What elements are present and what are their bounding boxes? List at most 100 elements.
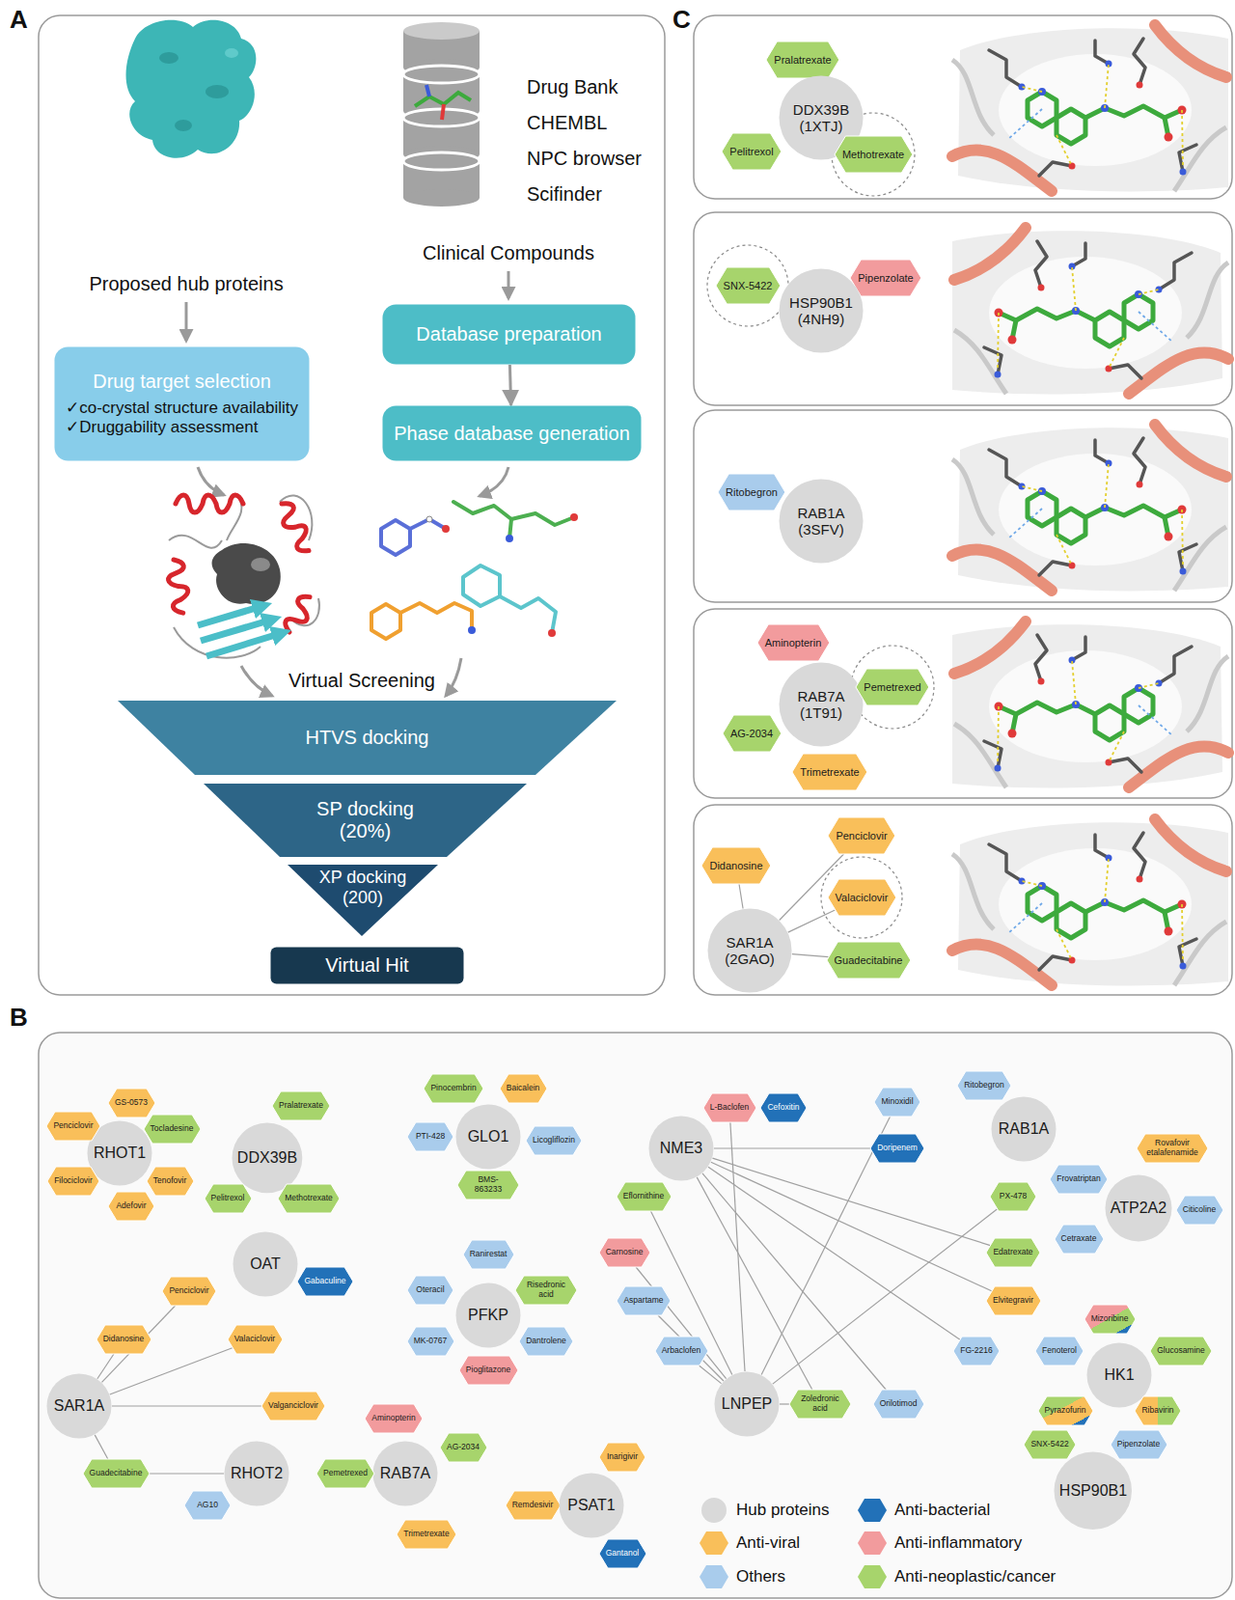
drawing-part <box>952 621 1229 788</box>
text-group: Gantanol <box>605 1548 640 1559</box>
drawing-part <box>205 84 229 99</box>
text-group: Guadecitabine <box>834 954 904 967</box>
text-group: SAR1A (2GAO) <box>714 933 785 968</box>
drawing-part <box>227 1324 283 1354</box>
network-link <box>94 1434 109 1459</box>
node-label: Penciclovir <box>53 1121 93 1131</box>
node-label: Remdesivir <box>512 1500 554 1510</box>
drawing-part <box>699 1564 729 1589</box>
drawing-part <box>174 119 193 132</box>
drawing-part <box>599 1442 646 1472</box>
drawing-part <box>47 1166 100 1196</box>
text-group: PFKP <box>467 1306 509 1324</box>
node-label: Inarigivir <box>606 1452 638 1462</box>
drawing-part <box>952 424 1229 591</box>
drug-hexagon: Pinocembrin <box>423 1073 484 1103</box>
drug-hexagon: Valganciclovir <box>261 1391 326 1421</box>
drawing-part <box>827 817 896 854</box>
drug-hexagon: PX-478 <box>989 1181 1037 1211</box>
drug-hexagon: Pemetrexed <box>316 1458 375 1488</box>
drug-hexagon: AG10 <box>184 1490 231 1520</box>
drawing-part <box>457 1170 520 1200</box>
drawing-part <box>403 189 480 207</box>
drug-hexagon: Minoxidil <box>874 1087 921 1117</box>
node-label: Pioglitazone <box>466 1365 511 1375</box>
node-label: FG-2216 <box>960 1345 993 1356</box>
text-group: Oteracil <box>415 1285 444 1295</box>
drawing-part <box>519 1326 574 1356</box>
node-label: Ritobegron <box>963 1080 1005 1091</box>
drug-hexagon: Ranirestat <box>463 1239 515 1269</box>
drawing-part <box>707 907 792 992</box>
text-group: OAT <box>249 1255 281 1273</box>
node-label: MK-0767 <box>413 1336 448 1346</box>
node-label: Gantanol <box>605 1548 640 1559</box>
text-group: Aminopterin <box>371 1413 415 1424</box>
node-label: Risedronic acid <box>524 1280 568 1300</box>
node-label: RHOT1 <box>93 1144 146 1162</box>
node-label: Virtual Hit <box>325 954 409 977</box>
drawing-part <box>834 136 913 173</box>
node-label: Gabaculine <box>303 1276 346 1287</box>
text-group: Ribavirin <box>1141 1405 1174 1416</box>
text-group: DDX39B (1XTJ) <box>786 101 856 136</box>
drug-hexagon: Elvitegravir <box>986 1286 1042 1316</box>
node-label: Aspartame <box>623 1295 663 1306</box>
drug-hexagon: Licogliflozin <box>525 1125 582 1155</box>
drug-hexagon: Methotrexate <box>277 1183 340 1213</box>
drawing-part <box>857 1498 887 1522</box>
hub-protein-circle: NME3 <box>648 1115 714 1181</box>
node-label: Glucosamine <box>1156 1345 1206 1356</box>
drawing-part <box>855 668 930 706</box>
drawing-part <box>778 478 863 563</box>
text-group: Tenofovir <box>153 1176 188 1186</box>
drawing-part <box>274 499 317 555</box>
text-group: Methotrexate <box>284 1193 333 1204</box>
drug-hexagon: Rovafovir etalafenamide <box>1136 1133 1208 1163</box>
text-group: Pinocembrin <box>430 1083 476 1094</box>
text-group: Filociclovir <box>54 1176 93 1186</box>
node-label: Guadecitabine <box>89 1468 143 1479</box>
drawing-part <box>827 878 897 916</box>
text-group: LNPEP <box>721 1395 772 1413</box>
drawing-part <box>616 1181 672 1211</box>
text-group: RAB7A <box>380 1464 431 1482</box>
drawing-part <box>616 1286 671 1316</box>
node-label: Valganciclovir <box>268 1400 319 1411</box>
text-group: Pralatrexate <box>278 1100 324 1111</box>
drawing-part <box>185 301 189 341</box>
drawing-part <box>47 1373 112 1439</box>
drawing-part <box>991 1097 1057 1162</box>
legend-swatch <box>857 1496 887 1524</box>
drawing-part <box>281 592 318 636</box>
drawing-part <box>108 1191 155 1221</box>
drawing-part <box>241 665 273 696</box>
node-label: ✓Druggability assessment <box>65 417 299 438</box>
text-group: Doripenem <box>877 1143 918 1153</box>
drug-hexagon: Gantanol <box>599 1538 647 1568</box>
text-group: Pralatrexate <box>773 54 831 67</box>
node-label: RAB7A (1T91) <box>786 687 856 722</box>
node-label: Methotrexate <box>284 1193 333 1204</box>
drug-hexagon: FG-2216 <box>953 1336 1000 1366</box>
legend-entry: Hub proteins <box>699 1496 829 1524</box>
drawing-part <box>693 804 1233 995</box>
text-group: Drug target selection✓co-crystal structu… <box>65 370 299 437</box>
drug-hexagon: Citicoline <box>1176 1195 1224 1225</box>
drawing-part <box>1038 1396 1094 1426</box>
text-group: Didanosine <box>709 859 763 873</box>
drug-hexagon: Pralatrexate <box>272 1091 330 1121</box>
process-box: Virtual Hit <box>270 946 465 985</box>
drug-hexagon: Gabaculine <box>297 1266 354 1296</box>
drug-hexagon: AG-2034 <box>439 1432 488 1462</box>
drug-hexagon: Cefoxitin <box>760 1093 807 1123</box>
drug-hexagon: Orilotimod <box>873 1389 925 1419</box>
text-group: Pyrazofurin <box>1044 1405 1087 1416</box>
drawing-part <box>197 605 282 657</box>
database-name: CHEMBL <box>526 111 607 135</box>
drug-hexagon: Remdesivir <box>505 1490 561 1520</box>
node-label: DDX39B <box>237 1149 298 1167</box>
network-link <box>711 1161 992 1291</box>
drug-hexagon: Frovatriptan <box>1049 1164 1108 1194</box>
drawing-part <box>373 1441 439 1507</box>
